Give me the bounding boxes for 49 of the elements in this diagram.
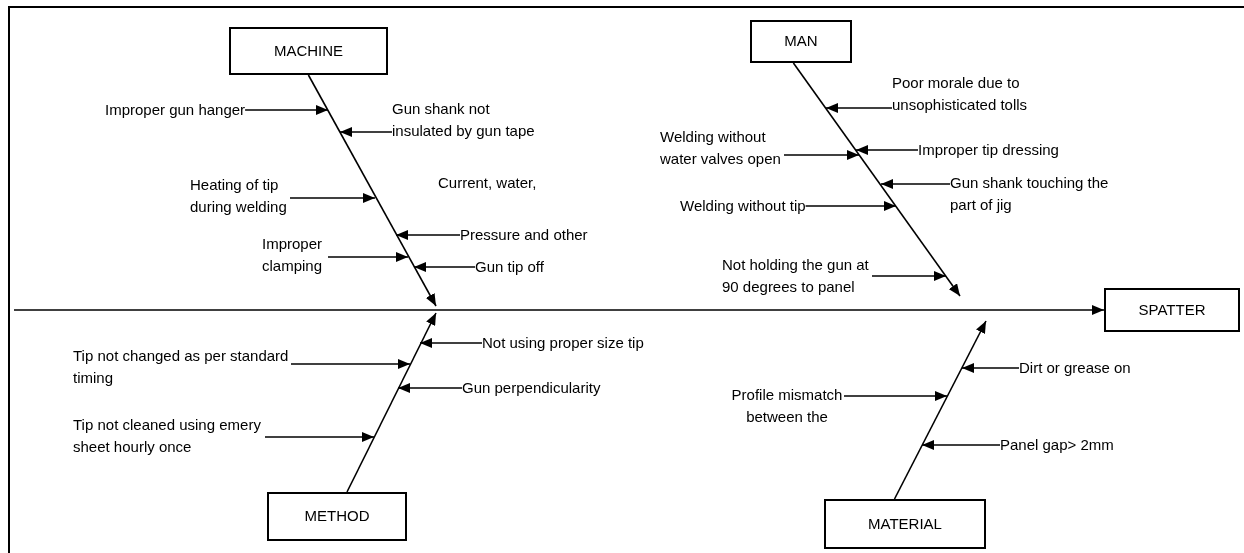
arrow: [307, 74, 437, 307]
cause-text: Tip not changed as per standard timing: [73, 345, 291, 389]
arrow: [339, 127, 393, 137]
category-box: MATERIAL: [824, 499, 986, 549]
category-box: MACHINE: [229, 27, 388, 75]
arrow: [792, 62, 961, 297]
arrow: [413, 262, 476, 272]
cause-text: Poor morale due to unsophisticated tolls: [892, 72, 1032, 116]
cause-text: Not using proper size tip: [482, 332, 644, 354]
arrow: [264, 432, 375, 442]
arrow: [961, 363, 1020, 373]
cause-text: Heating of tip during welding: [190, 174, 290, 218]
cause-text: Improper clamping: [262, 233, 328, 277]
arrow: [346, 312, 437, 493]
cause-text: Welding without tip: [680, 195, 806, 217]
arrow: [843, 391, 948, 401]
arrow: [893, 320, 987, 500]
cause-text: Profile mismatch between the: [730, 384, 844, 428]
arrow: [855, 145, 919, 155]
category-box: METHOD: [267, 492, 407, 541]
cause-text: Tip not cleaned using emery sheet hourly once: [73, 414, 265, 458]
cause-text: Improper gun hanger: [105, 99, 246, 121]
arrow: [825, 103, 893, 113]
cause-text: Panel gap> 2mm: [1000, 434, 1114, 456]
arrow: [327, 252, 409, 262]
cause-text: Gun perpendicularity: [462, 377, 601, 399]
arrow: [397, 383, 463, 393]
cause-text: Welding without water valves open: [660, 126, 784, 170]
arrow: [921, 440, 1001, 450]
category-box: MAN: [750, 20, 852, 63]
category-box: SPATTER: [1104, 288, 1240, 332]
arrow: [419, 338, 483, 348]
arrow: [13, 305, 1105, 315]
arrow: [783, 150, 860, 160]
arrow: [290, 359, 411, 369]
cause-text: Gun shank not insulated by gun tape: [392, 98, 537, 142]
cause-text: Gun shank touching the part of jig: [950, 172, 1112, 216]
arrow: [880, 179, 951, 189]
arrow: [244, 105, 329, 115]
note-text: Current, water,: [438, 173, 537, 193]
cause-text: Dirt or grease on: [1019, 357, 1131, 379]
cause-text: Gun tip off: [475, 256, 544, 278]
arrow: [871, 271, 947, 281]
cause-text: Improper tip dressing: [918, 139, 1059, 161]
cause-text: Not holding the gun at 90 degrees to panel: [722, 254, 872, 298]
cause-text: Pressure and other: [460, 224, 588, 246]
arrow: [395, 230, 461, 240]
arrow: [289, 193, 376, 203]
arrow: [804, 201, 897, 211]
